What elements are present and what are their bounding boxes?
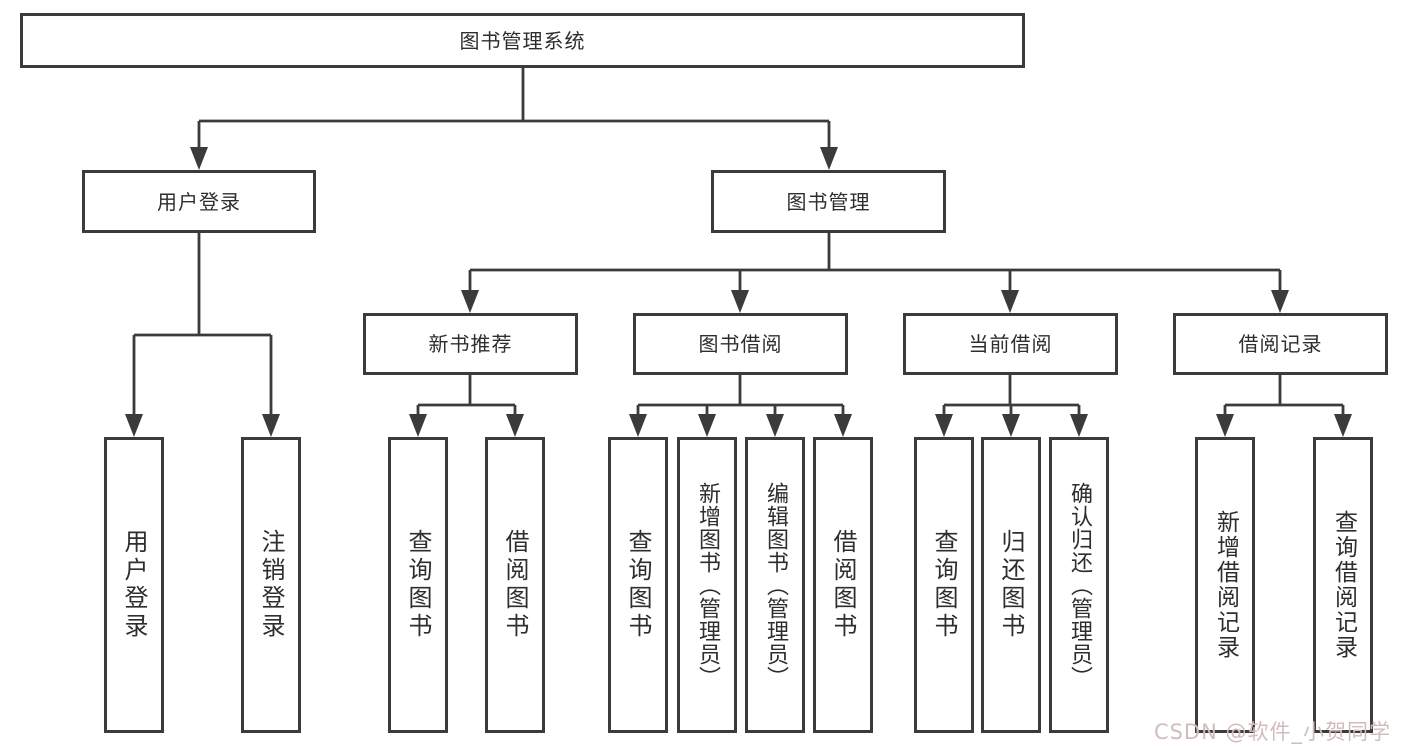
node-user-login: 用户登录 bbox=[82, 170, 316, 233]
connector-lines bbox=[132, 68, 1345, 417]
leaf-recommend-query-books: 查询图书 bbox=[388, 437, 448, 733]
leaf-borrowing-query-books: 查询图书 bbox=[608, 437, 668, 733]
node-current-borrowing: 当前借阅 bbox=[903, 313, 1118, 375]
node-borrowing-records: 借阅记录 bbox=[1173, 313, 1388, 375]
arrowhead-icons bbox=[125, 147, 1352, 437]
leaf-user-login: 用户登录 bbox=[104, 437, 164, 733]
leaf-current-return-books: 归还图书 bbox=[981, 437, 1041, 733]
node-root-system: 图书管理系统 bbox=[20, 13, 1025, 68]
node-book-management: 图书管理 bbox=[711, 170, 946, 233]
node-new-book-recommendation: 新书推荐 bbox=[363, 313, 578, 375]
leaf-current-query-books: 查询图书 bbox=[914, 437, 974, 733]
leaf-current-confirm-return-admin: 确认归还（管理员） bbox=[1049, 437, 1109, 733]
leaf-records-query-record: 查询借阅记录 bbox=[1313, 437, 1373, 733]
leaf-borrowing-edit-books-admin: 编辑图书（管理员） bbox=[745, 437, 805, 733]
leaf-borrowing-add-books-admin: 新增图书（管理员） bbox=[677, 437, 737, 733]
node-book-borrowing: 图书借阅 bbox=[633, 313, 848, 375]
leaf-records-add-record: 新增借阅记录 bbox=[1195, 437, 1255, 733]
leaf-logout: 注销登录 bbox=[241, 437, 301, 733]
csdn-watermark: CSDN @软件_小贺同学 bbox=[1153, 720, 1391, 744]
leaf-recommend-borrow-books: 借阅图书 bbox=[485, 437, 545, 733]
leaf-borrowing-borrow-books: 借阅图书 bbox=[813, 437, 873, 733]
